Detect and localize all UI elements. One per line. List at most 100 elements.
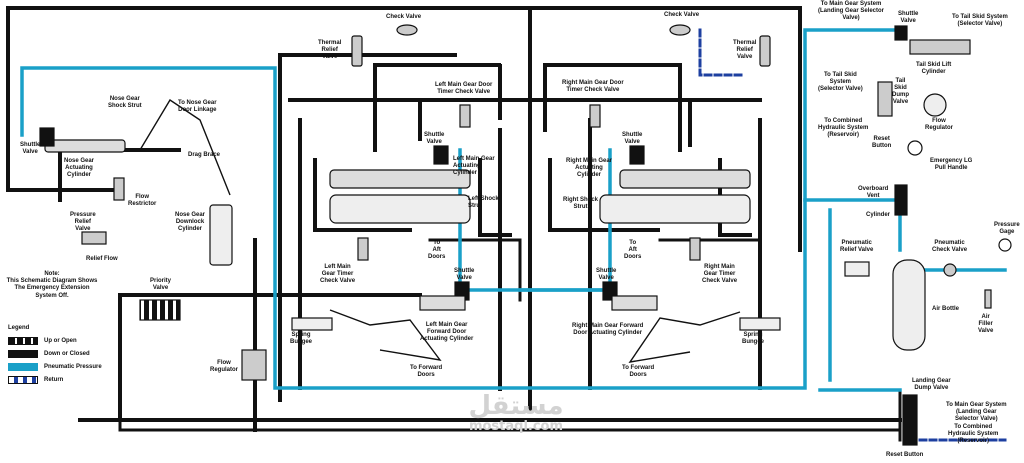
label-pneumatic-check-valve: Pneumatic Check Valve	[932, 240, 968, 253]
timer-check-valve-left-door	[459, 104, 471, 128]
priority-valve-shape	[139, 299, 181, 321]
label-left-mg-door-timer-check-valve: Left Main Gear Door Timer Check Valve	[435, 82, 493, 95]
label-shuttle-valve-left-upper: Shuttle Valve	[424, 132, 445, 145]
label-pressure-gage: Pressure Gage	[994, 222, 1020, 235]
label-drag-brace: Drag Brace	[188, 152, 221, 158]
note-title: Note:	[44, 271, 60, 277]
legend-label-pneumatic: Pneumatic Pressure	[44, 363, 102, 370]
label-flow-regulator-right: Flow Regulator	[925, 118, 954, 131]
shuttle-valve-ng-shape	[39, 127, 55, 147]
label-cylinder: Cylinder	[866, 212, 891, 218]
label-shuttle-valve-tail: Shuttle Valve	[898, 11, 919, 24]
label-tail-skid-dump-valve: Tail Skid Dump Valve	[892, 78, 909, 105]
air-bottle-shape	[892, 259, 926, 351]
watermark-brand: مستقل	[468, 391, 564, 421]
label-air-filler-valve: Air Filler Valve	[978, 314, 994, 334]
label-reset-button-bottom: Reset Button	[886, 452, 924, 458]
label-to-aft-doors-right: To Aft Doors	[624, 240, 642, 260]
tail-skid-dump-valve-shape	[877, 81, 893, 117]
emergency-pull-handle-shape	[907, 140, 923, 156]
legend-swatch-up	[8, 336, 38, 345]
note-text: This Schematic Diagram Shows The Emergen…	[6, 278, 98, 299]
label-to-nose-gear-door-linkage: To Nose Gear Door Linkage	[178, 100, 217, 113]
spring-bungee-right-shape	[739, 317, 781, 331]
label-relief-flow: Relief Flow	[86, 256, 118, 262]
downlock-cylinder-body	[209, 204, 233, 266]
flow-restrictor-shape	[113, 177, 125, 201]
label-left-shock-strut: Left Shock Strut	[468, 196, 499, 209]
label-priority-valve: Priority Valve	[150, 278, 172, 291]
label-to-forward-doors-right: To Forward Doors	[622, 365, 655, 378]
label-right-mg-forward-door-actuating-cylinder: Right Main Gear Forward Door Actuating C…	[572, 323, 644, 336]
label-shuttle-valve-right-upper: Shuttle Valve	[622, 132, 643, 145]
left-shock-strut-body	[329, 194, 471, 224]
landing-gear-dump-valve-shape	[902, 394, 918, 446]
thermal-relief-valve-left	[351, 35, 363, 67]
legend-swatch-down	[8, 349, 38, 358]
nose-gear-cylinder-body	[44, 139, 126, 153]
air-filler-valve-shape	[984, 289, 992, 309]
flow-regulator-right-shape	[923, 93, 947, 117]
label-left-mg-forward-door-actuating-cylinder: Left Main Gear Forward Door Actuating Cy…	[420, 322, 474, 342]
components	[39, 24, 1012, 446]
legend-item-down: Down or Closed	[8, 347, 108, 360]
label-right-mg-timer-check-valve: Right Main Gear Timer Check Valve	[702, 264, 738, 284]
label-right-mg-door-timer-check-valve: Right Main Gear Door Timer Check Valve	[562, 80, 624, 93]
legend-item-up: Up or Open	[8, 334, 108, 347]
label-right-mg-actuating-cylinder: Right Main Gear Actuating Cylinder	[566, 158, 613, 178]
linkages	[139, 99, 741, 363]
label-nose-gear-shock-strut: Nose Gear Shock Strut	[108, 96, 142, 109]
right-forward-door-cylinder	[611, 295, 658, 311]
label-to-forward-doors-left: To Forward Doors	[410, 365, 443, 378]
timer-check-valve-right	[689, 237, 701, 261]
label-spring-bungee-left: Spring Bungee	[290, 332, 313, 345]
label-overboard-vent: Overboard Vent	[858, 186, 889, 199]
label-shuttle-valve-left-lower: Shuttle Valve	[454, 268, 475, 281]
label-shuttle-valve-right-lower: Shuttle Valve	[596, 268, 617, 281]
label-thermal-relief-valve-left: Thermal Relief Valve	[318, 40, 342, 60]
cylinder-shape	[894, 184, 908, 216]
right-shock-strut-body	[599, 194, 751, 224]
timer-check-valve-right-door	[589, 104, 601, 128]
label-left-mg-timer-check-valve: Left Main Gear Timer Check Valve	[320, 264, 356, 284]
tail-skid-lift-cylinder-shape	[909, 39, 971, 55]
label-air-bottle: Air Bottle	[932, 306, 959, 312]
watermark-site: mostaql.com	[468, 419, 564, 434]
shuttle-valve-tail-shape	[894, 25, 908, 41]
check-valve-right-shape	[669, 24, 691, 36]
pressure-relief-valve-shape	[81, 231, 107, 245]
label-right-shock-strut: Right Shock Strut	[563, 197, 599, 210]
label-check-valve-right: Check Valve	[664, 12, 700, 18]
thermal-relief-valve-right	[759, 35, 771, 67]
pneumatic-check-valve-shape	[943, 263, 957, 277]
legend-label-return: Return	[44, 376, 64, 383]
up-open-lines	[6, 6, 902, 432]
legend-swatch-pneumatic	[8, 362, 38, 371]
label-reset-button-top: Reset Button	[872, 136, 892, 149]
legend-label-up: Up or Open	[44, 337, 77, 344]
label-nose-gear-actuating-cylinder: Nose Gear Actuating Cylinder	[64, 158, 95, 178]
label-left-mg-actuating-cylinder: Left Main Gear Actuating Cylinder	[453, 156, 495, 176]
label-to-main-gear-system-bottom: To Main Gear System (Landing Gear Select…	[946, 402, 1007, 422]
flow-regulator-left-shape	[241, 349, 267, 381]
shuttle-valve-left-upper-shape	[433, 145, 449, 165]
label-flow-restrictor: Flow Restrictor	[128, 194, 157, 207]
legend-label-down: Down or Closed	[44, 350, 90, 357]
spring-bungee-left-shape	[291, 317, 333, 331]
left-forward-door-cylinder	[419, 295, 466, 311]
label-to-tail-skid-system-mid: To Tail Skid System (Selector Valve)	[818, 72, 863, 92]
return-lines	[698, 28, 1007, 442]
label-landing-gear-dump-valve: Landing Gear Dump Valve	[912, 378, 951, 391]
pressure-gage-shape	[998, 238, 1012, 252]
label-emergency-lg-pull-handle: Emergency LG Pull Handle	[930, 158, 973, 171]
label-to-combined-hydraulic-top: To Combined Hydraulic System (Reservoir)	[818, 118, 869, 138]
label-flow-regulator-left: Flow Regulator	[210, 360, 239, 373]
label-to-tail-skid-system-top: To Tail Skid System (Selector Valve)	[952, 14, 1008, 27]
label-to-combined-hydraulic-bottom: To Combined Hydraulic System (Reservoir)	[948, 424, 999, 444]
check-valve-left-shape	[396, 24, 418, 36]
label-to-aft-doors-left: To Aft Doors	[428, 240, 446, 260]
legend: Legend Up or Open Down or Closed Pneumat…	[8, 325, 108, 386]
shuttle-valve-right-upper-shape	[629, 145, 645, 165]
legend-item-return: Return	[8, 373, 108, 386]
